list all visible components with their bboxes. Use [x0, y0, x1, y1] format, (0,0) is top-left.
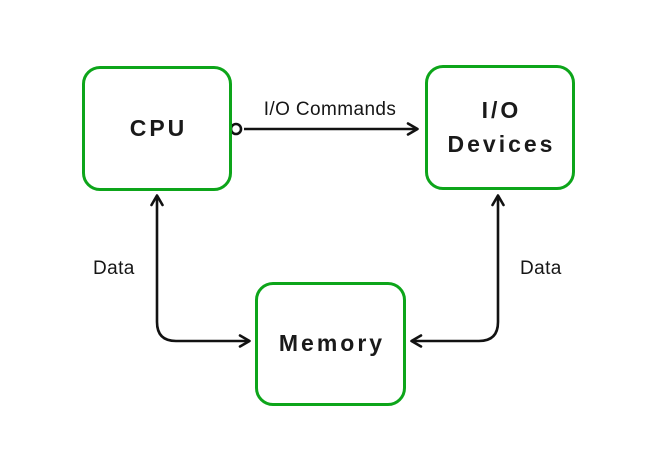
- io-commands-edge-label: I/O Commands: [263, 99, 397, 120]
- io-memory-data-label: Data: [520, 258, 562, 279]
- io-devices-node-label-line1: I/O: [481, 97, 522, 124]
- cpu-memory-connector: [150, 194, 251, 348]
- io-devices-node: I/O Devices: [425, 65, 575, 190]
- cpu-node: CPU: [82, 66, 232, 191]
- io-memory-connector: [410, 194, 505, 348]
- memory-node: Memory: [255, 282, 406, 406]
- cpu-memory-data-label: Data: [93, 258, 135, 279]
- io-devices-node-label-line2: Devices: [447, 130, 556, 157]
- cpu-node-label: CPU: [129, 114, 188, 141]
- memory-node-label: Memory: [278, 330, 386, 357]
- connector-origin-dot: [229, 122, 243, 136]
